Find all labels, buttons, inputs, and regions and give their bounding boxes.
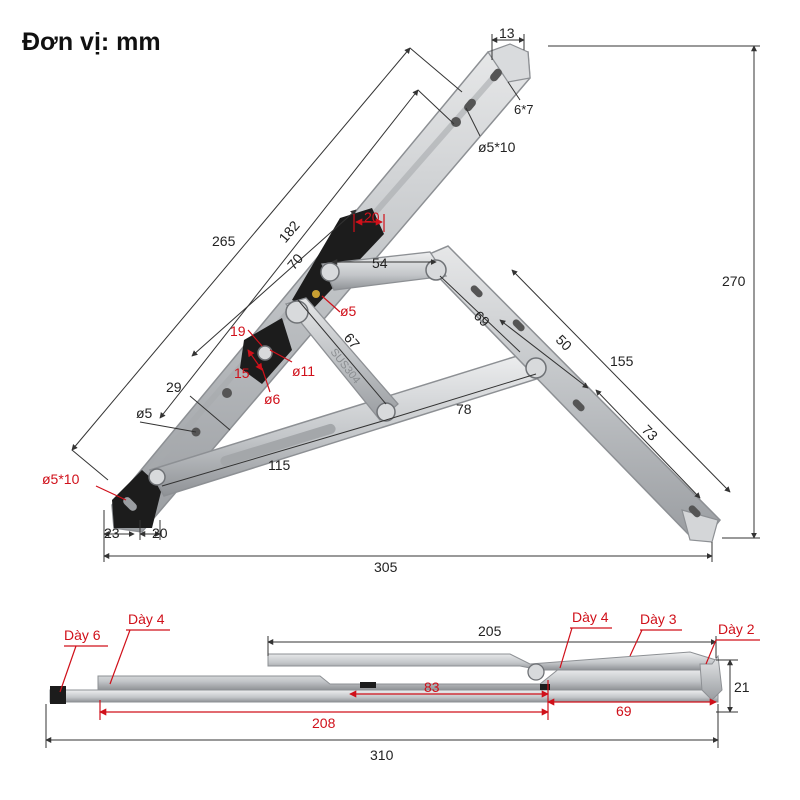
hole [451, 117, 461, 127]
dim-20-red: 20 [364, 209, 380, 225]
thickness-2: Dày 2 [718, 621, 755, 637]
dim-21: 21 [734, 679, 750, 695]
dim-310: 310 [370, 747, 394, 763]
side-bottom-bar [49, 689, 719, 703]
dim-15: 15 [234, 365, 250, 381]
slot-hole-end [123, 497, 137, 511]
top-view-red-dimensions [95, 214, 385, 501]
slot-hole [470, 285, 483, 298]
side-black-clip [360, 682, 376, 688]
side-black-clip [540, 684, 550, 690]
dim-5x10-red: ø5*10 [42, 471, 80, 487]
dim-205: 205 [478, 623, 502, 639]
dim-155: 155 [610, 353, 634, 369]
dim-83: 83 [424, 679, 440, 695]
dim-6: ø6 [264, 391, 281, 407]
dim-69-side: 69 [616, 703, 632, 719]
dim-29: 29 [166, 379, 182, 395]
black-block-end [112, 470, 162, 528]
dim-5-red: ø5 [340, 303, 357, 319]
dim-20: 20 [152, 525, 168, 541]
dim-23: 23 [104, 525, 120, 541]
dim-50: 50 [553, 331, 575, 353]
dim-5x10-top: ø5*10 [478, 139, 516, 155]
slot-hole [688, 505, 701, 518]
dim-54: 54 [372, 255, 388, 271]
rivet [285, 300, 309, 324]
dim-6x7: 6*7 [514, 102, 534, 117]
dim-208: 208 [312, 715, 336, 731]
rivet [257, 345, 273, 361]
side-black-end [50, 686, 66, 704]
top-view-hinge: SUS304 [111, 43, 722, 543]
side-view-red-dimensions [59, 627, 760, 720]
dim-70: 70 [284, 250, 306, 272]
hole [222, 388, 232, 398]
rivet [527, 663, 545, 681]
thickness-4-right: Dày 4 [572, 609, 609, 625]
dim-305: 305 [374, 559, 398, 575]
thickness-4-left: Dày 4 [128, 611, 165, 627]
thickness-6: Dày 6 [64, 627, 101, 643]
side-view-hinge [49, 651, 723, 704]
dim-78: 78 [456, 401, 472, 417]
side-middle-bar [97, 667, 713, 691]
rivet-gold [312, 290, 320, 298]
rivet [525, 357, 547, 379]
rivet [425, 259, 447, 281]
dim-115: 115 [268, 457, 291, 473]
side-view-labels: 205 21 83 208 69 310 Dày 6 Dày 4 Dày 4 D… [64, 609, 755, 763]
top-view-dimensions [71, 34, 760, 562]
dim-13: 13 [499, 25, 515, 41]
slot-hole [464, 98, 476, 112]
side-top-bar [267, 651, 717, 671]
dim-11: ø11 [292, 363, 315, 379]
dim-270: 270 [722, 273, 746, 289]
dim-73: 73 [639, 421, 661, 443]
arm-top-cap [487, 43, 531, 83]
dim-265: 265 [212, 233, 236, 249]
dim-19: 19 [230, 323, 246, 339]
top-view-labels: 13 6*7 ø5*10 265 182 70 20 54 ø5 19 15 ø… [42, 25, 746, 575]
thickness-3: Dày 3 [640, 611, 677, 627]
rivet [148, 468, 166, 486]
rivet [320, 262, 340, 282]
side-right-upright [699, 654, 723, 701]
dim-5: ø5 [136, 405, 153, 421]
slot-hole [490, 68, 502, 82]
